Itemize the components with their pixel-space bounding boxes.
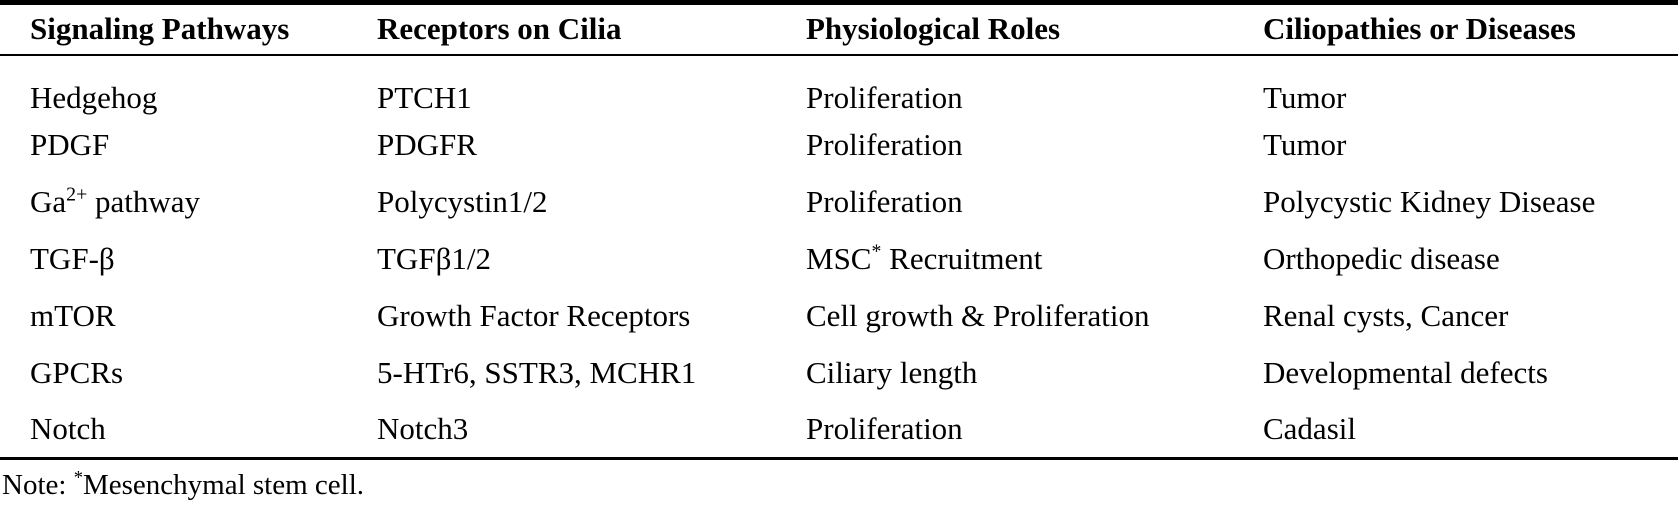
table-row: Ga2+ pathway Polycystin1/2 Proliferation…	[0, 173, 1678, 230]
cell-text: Ciliary length	[806, 354, 978, 390]
cell-diseases: Tumor	[1263, 55, 1678, 116]
cell-text: TGFβ1/2	[377, 240, 491, 276]
cell-roles: Proliferation	[806, 173, 1263, 230]
cell-text: Tumor	[1263, 80, 1347, 115]
cell-receptors: 5-HTr6, SSTR3, MCHR1	[377, 344, 806, 401]
cell-pathway: Notch	[0, 401, 377, 460]
table-header-row: Signaling Pathways Receptors on Cilia Ph…	[0, 2, 1678, 56]
cell-text: PTCH1	[377, 80, 472, 115]
footnote-prefix: Note:	[2, 468, 74, 501]
table-row: Notch Notch3 Proliferation Cadasil	[0, 401, 1678, 460]
table-row: PDGF PDGFR Proliferation Tumor	[0, 116, 1678, 173]
table-row: TGF-β TGFβ1/2 MSC* Recruitment Orthopedi…	[0, 230, 1678, 287]
cell-diseases: Orthopedic disease	[1263, 230, 1678, 287]
cell-roles: Proliferation	[806, 55, 1263, 116]
footnote-text: Mesenchymal stem cell.	[82, 468, 365, 501]
cell-text: Developmental defects	[1263, 354, 1548, 390]
col-header-physiological-roles: Physiological Roles	[806, 2, 1263, 56]
cell-text: Ga	[30, 183, 67, 219]
table-row: mTOR Growth Factor Receptors Cell growth…	[0, 287, 1678, 344]
cell-roles: Ciliary length	[806, 344, 1263, 401]
cell-text: MSC	[806, 240, 872, 276]
cell-text: Proliferation	[806, 126, 963, 162]
cell-text: Growth Factor Receptors	[377, 297, 691, 333]
cilia-signaling-table: Signaling Pathways Receptors on Cilia Ph…	[0, 0, 1678, 460]
cell-text: TGF-β	[30, 240, 115, 276]
cell-text: Proliferation	[806, 410, 963, 446]
footnote-asterisk: *	[73, 466, 83, 488]
cell-receptors: Polycystin1/2	[377, 173, 806, 230]
cell-text: 5-HTr6, SSTR3, MCHR1	[377, 354, 697, 390]
table-row: Hedgehog PTCH1 Proliferation Tumor	[0, 55, 1678, 116]
cell-text: Hedgehog	[30, 80, 158, 115]
cell-text: Cadasil	[1263, 410, 1356, 446]
cell-pathway: Ga2+ pathway	[0, 173, 377, 230]
cell-pathway: Hedgehog	[0, 55, 377, 116]
cell-receptors: Growth Factor Receptors	[377, 287, 806, 344]
cell-text: Proliferation	[806, 80, 963, 115]
cell-pathway: GPCRs	[0, 344, 377, 401]
cell-diseases: Tumor	[1263, 116, 1678, 173]
cell-diseases: Developmental defects	[1263, 344, 1678, 401]
cell-roles: MSC* Recruitment	[806, 230, 1263, 287]
col-header-ciliopathies-or-diseases: Ciliopathies or Diseases	[1263, 2, 1678, 56]
cell-text: pathway	[87, 183, 201, 219]
table-footnote: Note: *Mesenchymal stem cell.	[0, 468, 1678, 502]
col-header-receptors-on-cilia: Receptors on Cilia	[377, 2, 806, 56]
cell-text: mTOR	[30, 297, 116, 333]
cell-text: GPCRs	[30, 354, 124, 390]
cell-text: Polycystin1/2	[377, 183, 548, 219]
cell-receptors: PTCH1	[377, 55, 806, 116]
cell-text: Cell growth & Proliferation	[806, 297, 1150, 333]
cell-text: Notch	[30, 410, 106, 446]
cell-text: Renal cysts, Cancer	[1263, 297, 1509, 333]
cell-text: PDGFR	[377, 126, 477, 162]
cell-roles: Proliferation	[806, 401, 1263, 460]
cell-receptors: Notch3	[377, 401, 806, 460]
cell-text: Notch3	[377, 410, 469, 446]
cell-text: Polycystic Kidney Disease	[1263, 183, 1596, 219]
superscript: *	[871, 240, 882, 263]
cell-text: Orthopedic disease	[1263, 240, 1500, 276]
superscript: 2+	[66, 183, 88, 206]
table-row: GPCRs 5-HTr6, SSTR3, MCHR1 Ciliary lengt…	[0, 344, 1678, 401]
col-header-signaling-pathways: Signaling Pathways	[0, 2, 377, 56]
cell-diseases: Polycystic Kidney Disease	[1263, 173, 1678, 230]
cell-text: Tumor	[1263, 126, 1347, 162]
cell-pathway: mTOR	[0, 287, 377, 344]
cell-receptors: PDGFR	[377, 116, 806, 173]
cell-roles: Proliferation	[806, 116, 1263, 173]
cell-text: Recruitment	[881, 240, 1043, 276]
cell-pathway: TGF-β	[0, 230, 377, 287]
cell-diseases: Cadasil	[1263, 401, 1678, 460]
cell-text: Proliferation	[806, 183, 963, 219]
cell-receptors: TGFβ1/2	[377, 230, 806, 287]
cell-text: PDGF	[30, 126, 110, 162]
cell-diseases: Renal cysts, Cancer	[1263, 287, 1678, 344]
cell-pathway: PDGF	[0, 116, 377, 173]
cell-roles: Cell growth & Proliferation	[806, 287, 1263, 344]
